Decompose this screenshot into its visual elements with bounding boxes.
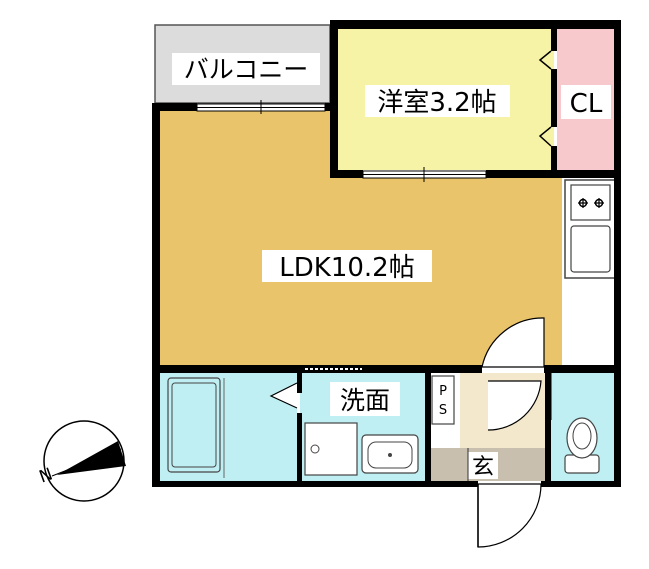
balcony-label: バルコニー [184,55,309,84]
pipe-space [431,375,455,425]
entrance-label: 玄 [472,455,494,480]
kitchen-sink [570,225,611,273]
ps-label-s: S [439,403,447,418]
bathroom-door [269,382,298,409]
ldk-label: LDK10.2帖 [279,253,414,283]
ps-label-p: P [439,384,447,399]
stove [570,184,611,221]
hall-door [487,380,542,431]
closet-label: CL [570,89,603,119]
washroom-label: 洗面 [340,386,390,415]
closet-door-lower [538,126,552,147]
toilet-bowl [566,417,598,459]
closet-door-upper [538,50,552,70]
entrance-label-box [468,452,498,479]
western-room-label: 洋室3.2帖 [377,88,496,118]
bathtub [167,377,221,473]
front-door [477,483,542,548]
compass-icon: N [37,420,126,502]
washing-machine-space [304,422,358,476]
western-room-label-box [365,85,510,117]
washroom-label-box [330,382,400,416]
balcony-label-box [172,53,320,85]
closet-label-box [561,85,611,119]
ldk-floor [160,111,562,365]
ldk-label-box [262,250,432,282]
ldk-door [481,317,545,368]
